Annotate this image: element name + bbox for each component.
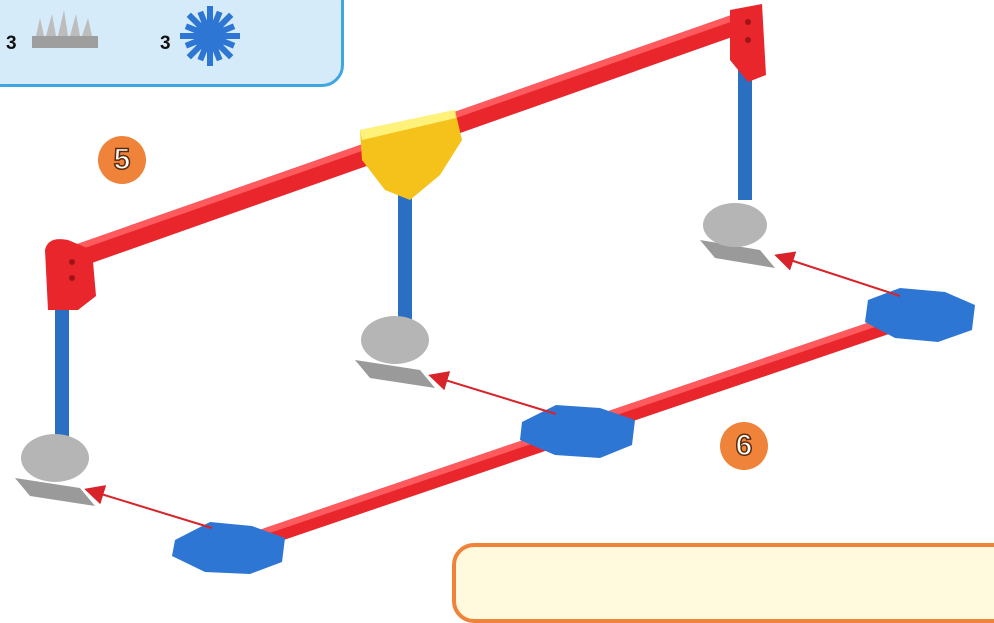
blue-rod-left xyxy=(55,290,69,450)
blue-rod-right xyxy=(738,70,752,200)
arrow-to-middle-connector xyxy=(428,371,557,415)
yellow-connector-top xyxy=(360,110,462,200)
blue-connector-left xyxy=(172,522,285,574)
gray-connector-quantity: 3 xyxy=(6,33,17,54)
blue-connector-icon xyxy=(180,6,240,66)
blue-rod-middle xyxy=(398,185,412,325)
gray-connector-icon xyxy=(32,10,98,48)
gray-connector-left xyxy=(15,434,95,506)
blue-connector-quantity: 3 xyxy=(160,33,171,54)
gray-connector-middle xyxy=(355,316,435,388)
arrow-to-right-connector xyxy=(774,251,901,297)
blue-connector-middle xyxy=(520,405,635,458)
arrow-to-left-connector xyxy=(84,485,213,529)
note-panel xyxy=(452,543,994,623)
blue-connector-right xyxy=(865,288,975,342)
step-6-badge: 6 xyxy=(720,422,768,470)
red-corner-connector-left xyxy=(45,239,96,310)
gray-connector-right xyxy=(700,203,775,268)
step-5-badge: 5 xyxy=(98,136,146,184)
assembly-illustration xyxy=(15,4,975,589)
red-corner-connector-right xyxy=(730,4,766,82)
